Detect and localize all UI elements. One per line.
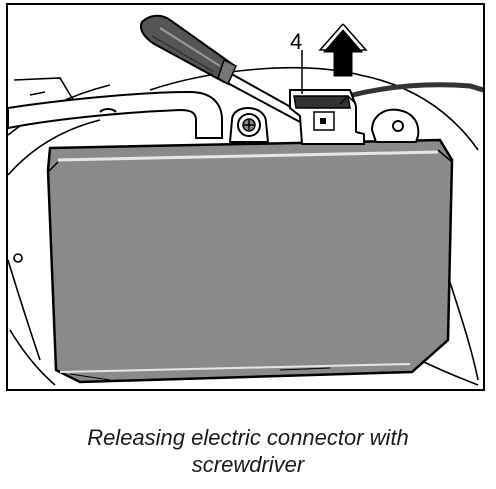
screwdriver-icon bbox=[140, 14, 307, 124]
hose bbox=[8, 90, 223, 139]
cable bbox=[347, 82, 483, 99]
bolt-icon bbox=[237, 113, 261, 137]
illustration-drawing bbox=[8, 14, 483, 386]
electric-connector-icon bbox=[289, 89, 365, 145]
up-arrow-icon bbox=[318, 23, 368, 77]
caption-line-1: Releasing electric connector with bbox=[87, 425, 409, 450]
control-module-icon bbox=[46, 138, 454, 384]
caption-line-2: screwdriver bbox=[191, 452, 305, 477]
illustration-frame: 4 bbox=[6, 3, 485, 391]
callout-label: 4 bbox=[290, 29, 303, 54]
figure-caption: Releasing electric connector with screwd… bbox=[0, 424, 496, 478]
